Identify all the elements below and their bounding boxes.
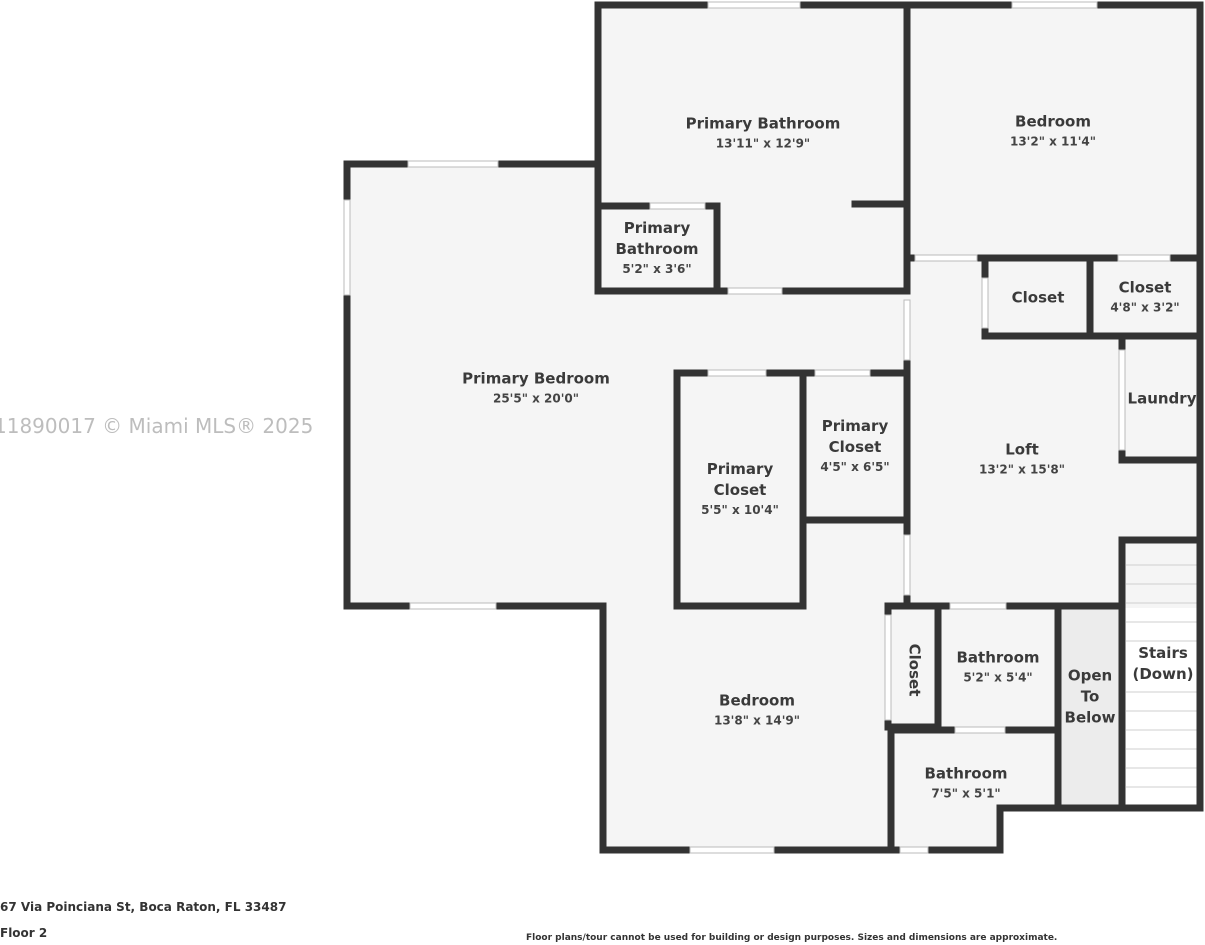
stair-treads <box>1126 564 1197 788</box>
room-label: Stairs (Down) <box>1132 644 1194 683</box>
floor-label: Floor 2 <box>0 926 48 940</box>
room-label: Closet <box>1011 288 1065 307</box>
disclaimer: Floor plans/tour cannot be used for buil… <box>526 933 1058 943</box>
room-label: Laundry <box>1127 389 1197 408</box>
open-to-below-fill <box>1058 606 1122 808</box>
room-label: Open To Below <box>1064 666 1116 727</box>
room-label: Closet <box>905 643 924 697</box>
windows-doors <box>343 1 1171 854</box>
room-fills <box>347 5 1200 850</box>
address: 67 Via Poinciana St, Boca Raton, FL 3348… <box>0 900 287 914</box>
watermark: 11890017 © Miami MLS® 2025 <box>0 414 314 438</box>
